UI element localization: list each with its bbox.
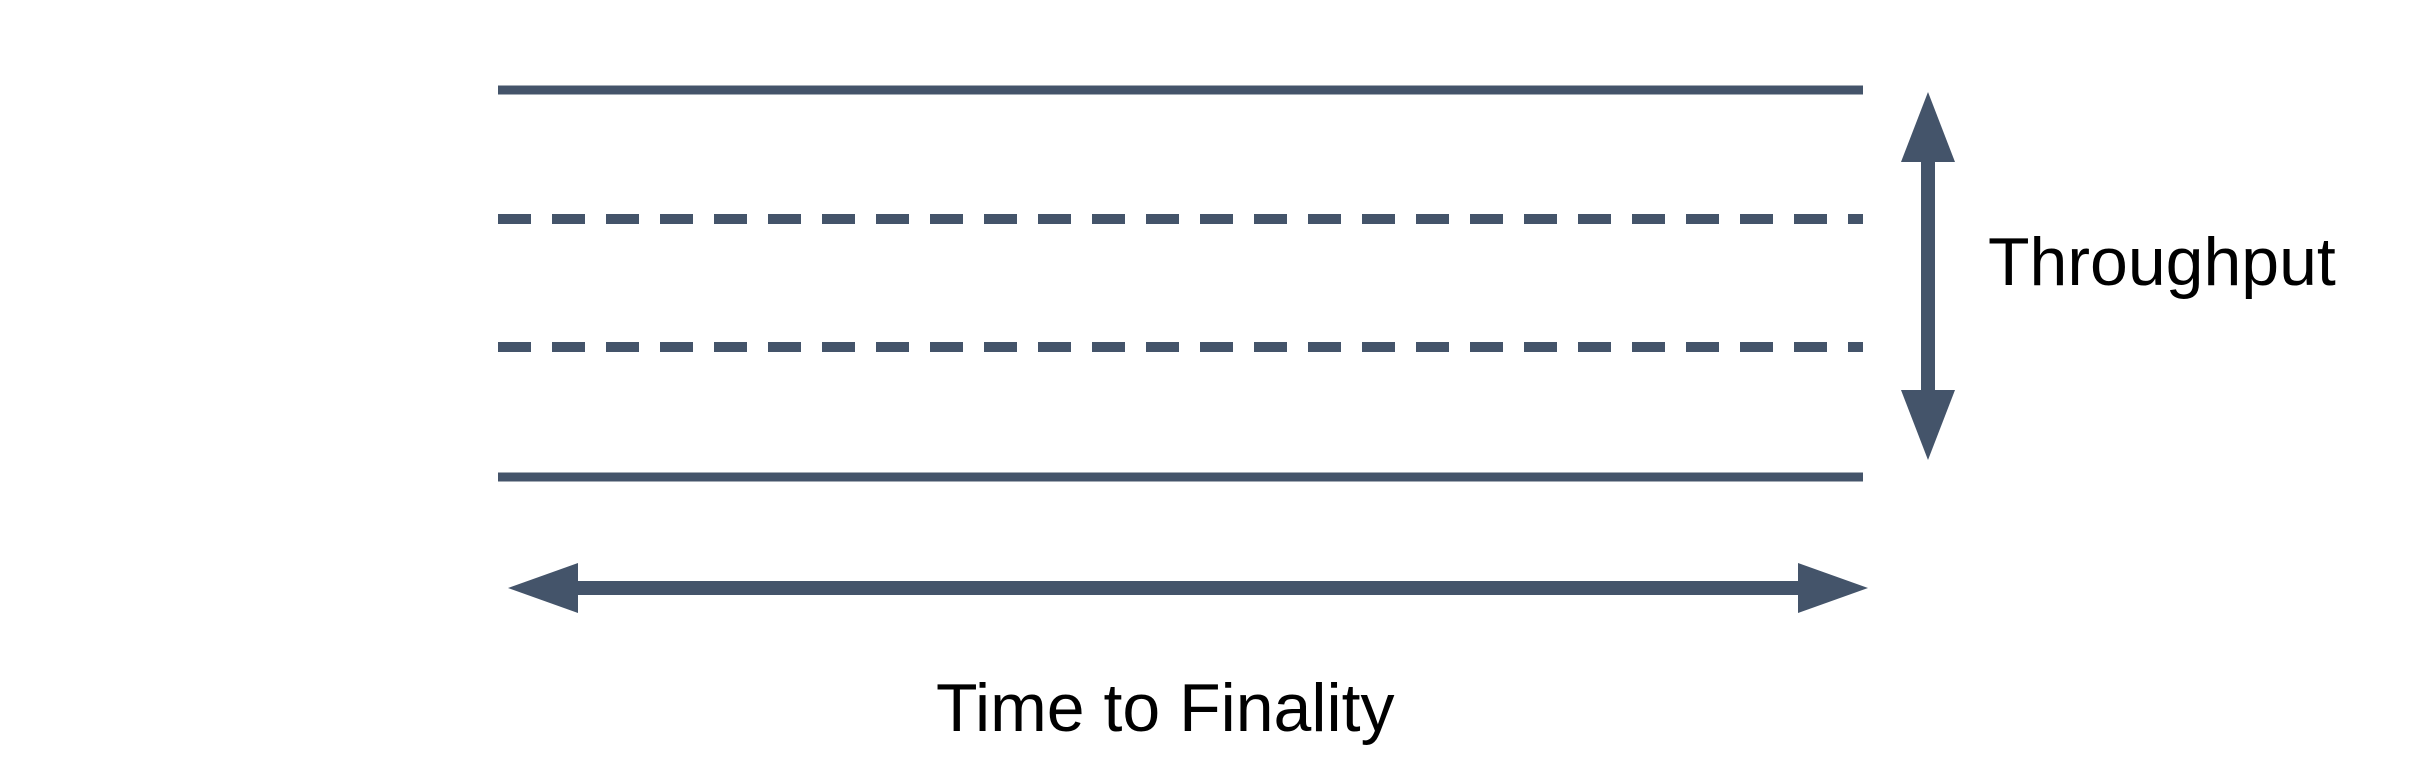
time-to-finality-arrow-head-right bbox=[1798, 563, 1868, 613]
time-to-finality-arrow-head-left bbox=[508, 563, 578, 613]
time-to-finality-label: Time to Finality bbox=[936, 670, 1395, 746]
time-to-finality-arrow bbox=[508, 563, 1868, 613]
throughput-label: Throughput bbox=[1988, 224, 2336, 300]
throughput-arrow bbox=[1901, 92, 1955, 460]
throughput-arrow-head-down bbox=[1901, 390, 1955, 460]
throughput-arrow-head-up bbox=[1901, 92, 1955, 162]
